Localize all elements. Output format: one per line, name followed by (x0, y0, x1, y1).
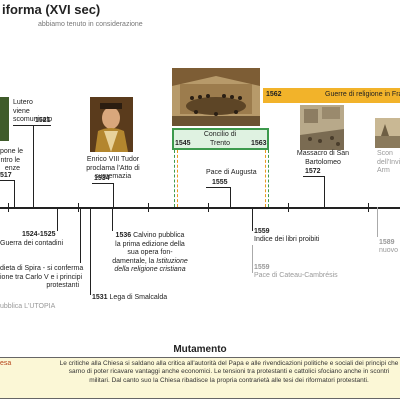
religion-wars-label: Guerre di religione in Fran (325, 91, 400, 98)
religion-wars-band (263, 88, 400, 103)
utopia-event: ubblica L'UTOPIA (0, 303, 56, 310)
spira-connector (80, 207, 81, 263)
henry-viii-underline (92, 183, 114, 184)
spira-event: dieta di Spira - si conferma ione tra Ca… (0, 265, 84, 290)
smalcalda-label: Lega di Smalcalda (109, 294, 168, 301)
axis-tick (208, 203, 209, 212)
st-bartholomew-event: Massacro di San Bartolomeo (296, 150, 350, 166)
henry-viii-event: Enrico VIII Tudor proclama l'Atto di sup… (86, 156, 140, 181)
page-title: iforma (XVI sec) (2, 2, 101, 17)
council-end-dash (268, 150, 269, 207)
armada-event: Scon dell'Invi Arm (377, 150, 400, 175)
right-event-year: 1589 (379, 239, 395, 246)
council-of-trent-label: Concilio di Trento (203, 131, 237, 147)
right-event-connector (377, 207, 378, 237)
council-end-year: 1563 (251, 140, 267, 147)
smalcalda-year: 1531 (92, 294, 108, 301)
calvin-year: 1536 (115, 232, 132, 239)
right-event-label: nuovo (379, 247, 399, 254)
st-bartholomew-connector (324, 176, 325, 207)
religion-wars-year: 1562 (266, 91, 282, 98)
calvin-connector (112, 207, 113, 231)
left-cut-year: 517 (0, 172, 12, 179)
luther-connector (33, 125, 34, 207)
council-of-trent-painting (172, 68, 260, 126)
henry-viii-year: 1534 (94, 175, 110, 182)
augsburg-year: 1555 (212, 179, 228, 186)
peasants-war-event: Guerra dei contadini (0, 240, 64, 247)
augsburg-event: Pace di Augusta (206, 169, 257, 176)
calvin-event: 1536 Calvino pubblica la prima edizione … (112, 232, 188, 275)
luther-year: 1521 (35, 117, 51, 124)
council-start-dash-orange (177, 150, 178, 207)
luther-event: Lutero viene scomunicato (13, 99, 53, 124)
henry-viii-portrait (90, 97, 133, 152)
mutamento-box (0, 357, 400, 399)
augsburg-underline (206, 187, 231, 188)
timeline-axis (0, 207, 400, 209)
smalcalda-event: 1531 Lega di Smalcalda (92, 294, 167, 303)
peasants-war-connector (57, 207, 58, 231)
calvin-book: Istituzione della religione cristiana (114, 257, 188, 274)
cateau-event: Pace di Cateau-Cambrésis (254, 272, 338, 279)
axis-tick (8, 203, 9, 212)
calvin-text: Calvino pubblica la prima edizione della… (112, 232, 185, 265)
axis-tick (288, 203, 289, 212)
index-connector (252, 207, 253, 231)
axis-tick (368, 203, 369, 212)
index-year: 1559 (254, 228, 270, 235)
council-start-dash (174, 150, 175, 207)
mutamento-title: Mutamento (173, 344, 227, 355)
st-bartholomew-year: 1572 (305, 168, 321, 175)
left-cut-underline (0, 180, 14, 181)
henry-viii-connector (113, 183, 114, 207)
smalcalda-connector (90, 207, 91, 295)
peasants-war-year: 1524-1525 (22, 231, 56, 238)
index-event: Indice dei libri proibiti (254, 236, 320, 243)
mutamento-left-label: esa (0, 360, 12, 367)
portrait-image-left (0, 97, 9, 141)
luther-underline (13, 125, 51, 126)
cateau-year: 1559 (254, 264, 270, 271)
left-cut-event: pone le ntro le enze (0, 148, 23, 173)
left-cut-connector (14, 180, 15, 207)
axis-tick (78, 203, 79, 212)
axis-tick (148, 203, 149, 212)
augsburg-connector (230, 187, 231, 207)
council-of-trent-box (172, 128, 269, 150)
cateau-connector (252, 245, 253, 273)
page-subtitle: abbiamo tenuto in considerazione (38, 21, 143, 28)
council-start-year: 1545 (175, 140, 191, 147)
armada-painting (375, 118, 400, 148)
st-bartholomew-underline (303, 176, 325, 177)
council-end-dash-orange (265, 150, 266, 207)
mutamento-text: Le critiche alla Chiesa si saldano alla … (59, 360, 399, 384)
saint-bartholomew-massacre-painting (300, 105, 344, 150)
